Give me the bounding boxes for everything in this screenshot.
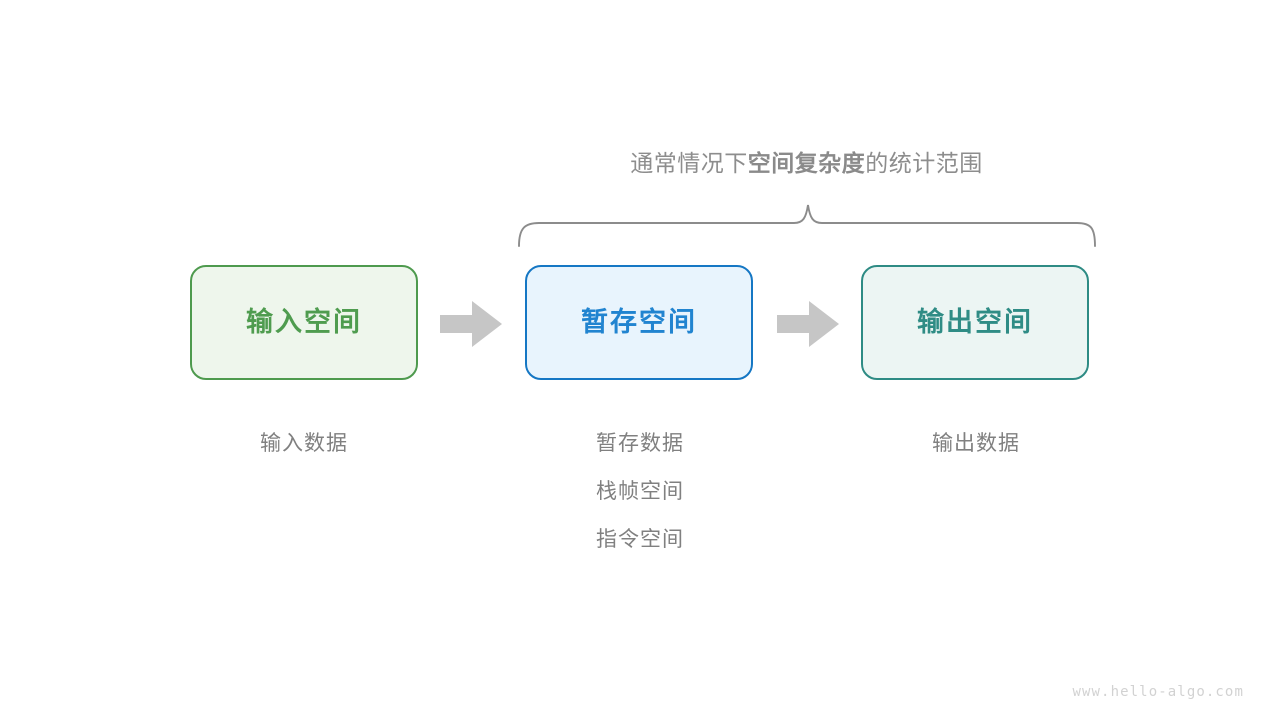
scope-caption-lead: 通常情况下	[630, 150, 748, 176]
flow-box-output-label: 输出空间	[917, 307, 1033, 337]
flow-row: 输入空间 暂存空间 输出空间	[0, 265, 1280, 381]
flow-box-input-label: 输入空间	[246, 307, 362, 337]
scope-caption-emphasis: 空间复杂度	[747, 150, 866, 176]
caption-input-line-1: 输入数据	[260, 432, 348, 455]
arrow-right-icon-2	[777, 301, 839, 347]
flow-box-output[interactable]: 输出空间	[861, 265, 1089, 380]
scope-caption-tail: 的统计范围	[865, 150, 983, 176]
caption-column-temp: 暂存数据 栈帧空间 指令空间	[490, 420, 790, 564]
caption-column-input: 输入数据	[154, 420, 454, 468]
flow-box-temp-label: 暂存空间	[581, 307, 697, 337]
watermark: www.hello-algo.com	[1072, 684, 1244, 700]
arrow-right-icon-1	[440, 301, 502, 347]
caption-temp-line-3: 指令空间	[596, 528, 684, 551]
caption-temp-line-1: 暂存数据	[596, 432, 684, 455]
caption-temp-line-2: 栈帧空间	[596, 480, 684, 503]
scope-brace	[515, 196, 1099, 254]
caption-column-output: 输出数据	[826, 420, 1126, 468]
caption-output-line-1: 输出数据	[932, 432, 1020, 455]
flow-box-input[interactable]: 输入空间	[190, 265, 418, 380]
flow-box-temp[interactable]: 暂存空间	[525, 265, 753, 380]
